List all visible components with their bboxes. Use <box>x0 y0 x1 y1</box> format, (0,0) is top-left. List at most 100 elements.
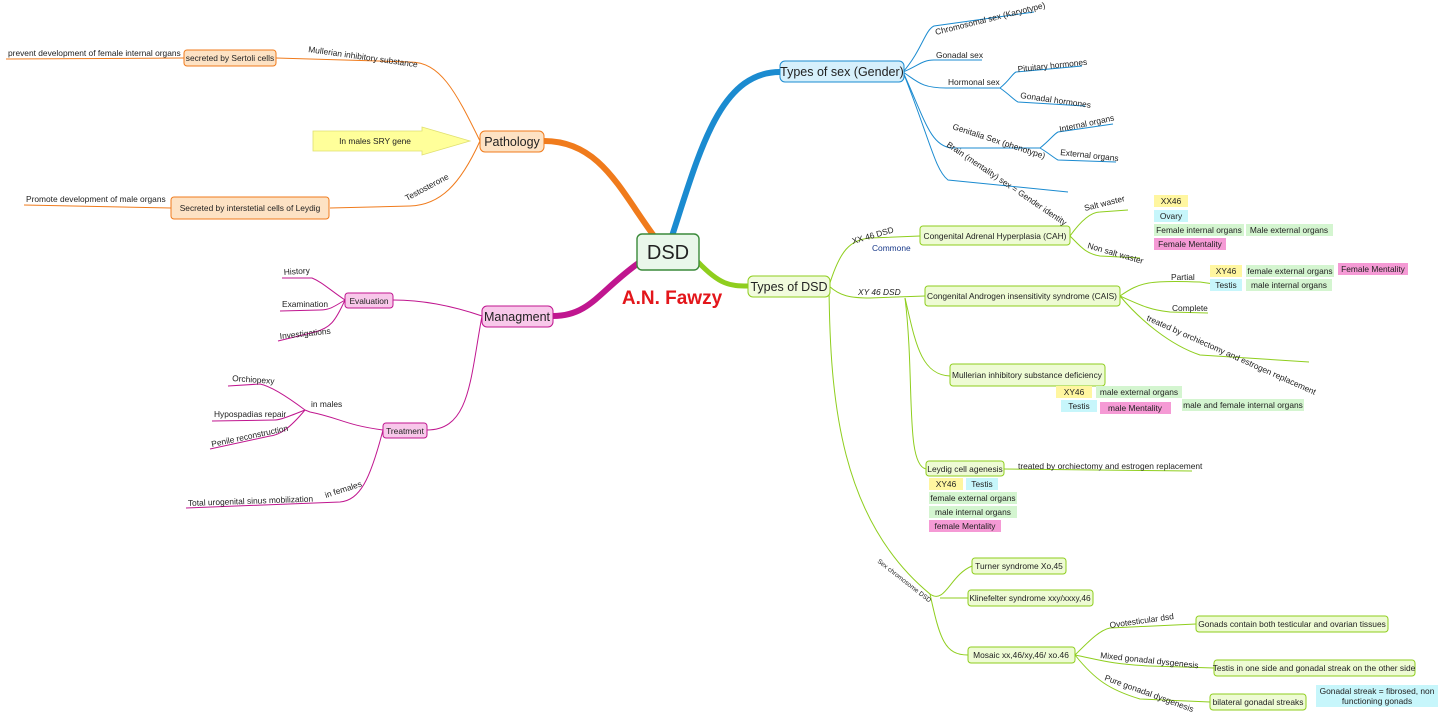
cais-tag-female-mentality: Female Mentality <box>1338 263 1408 275</box>
types-of-sex-labels: Chromosomal sex (Karyotype) Gonadal sex … <box>934 0 1119 228</box>
non-salt-waster-label: Non salt waster <box>1086 240 1144 266</box>
treatment-node[interactable]: Treatment <box>382 422 428 439</box>
leydig-treated-label: treated by orchiectomy and estrogen repl… <box>1018 461 1203 471</box>
streak-note-line-2: functioning gonads <box>1342 696 1412 706</box>
svg-text:female external organs: female external organs <box>1247 266 1332 276</box>
pure-desc-node[interactable]: bilateral gonadal streaks <box>1209 693 1307 711</box>
pure-label: Pure gonadal dysgenesis <box>1103 672 1195 714</box>
center-node[interactable]: DSD <box>636 233 700 271</box>
svg-text:Female internal organs: Female internal organs <box>1156 225 1242 235</box>
leydig-secreted-node[interactable]: Secreted by interstetial cells of Leydig <box>170 196 330 220</box>
gonadal-hormones-label: Gonadal hormones <box>1020 90 1092 110</box>
svg-text:Testis: Testis <box>1215 280 1236 290</box>
cah-tag-female-internal: Female internal organs <box>1154 224 1244 236</box>
svg-text:XY46: XY46 <box>1064 387 1085 397</box>
evaluation-node[interactable]: Evaluation <box>344 292 394 309</box>
investigations-label: Investigations <box>279 326 331 341</box>
svg-text:Female Mentality: Female Mentality <box>1158 239 1223 249</box>
evaluation-label: Evaluation <box>349 296 388 306</box>
leydig-tag-male-internal: male internal organs <box>929 506 1017 518</box>
misd-node[interactable]: Mullerian inhibitory substance deficienc… <box>949 363 1106 387</box>
pathology-branch <box>5 57 481 209</box>
leydig-node[interactable]: Leydig cell agenesis <box>925 460 1005 477</box>
leydig-tag-female-external: female external organs <box>929 492 1017 504</box>
promote-label: Promote development of male organs <box>26 194 166 204</box>
pathology-node[interactable]: Pathology <box>479 130 545 153</box>
streak-note: Gonadal streak = fibrosed, non functioni… <box>1316 685 1438 707</box>
turner-node[interactable]: Turner syndrome Xo,45 <box>971 557 1067 575</box>
sry-arrow-shape <box>312 126 472 156</box>
ovo-gonads-node[interactable]: Gonads contain both testicular and ovari… <box>1195 615 1389 633</box>
types-of-sex-node[interactable]: Types of sex (Gender) <box>779 60 905 83</box>
misd-label: Mullerian inhibitory substance deficienc… <box>952 370 1103 380</box>
svg-text:male Mentality: male Mentality <box>1108 403 1163 413</box>
branch-types-of-sex <box>669 69 783 239</box>
leydig-tag-female-mentality: female Mentality <box>929 520 1001 532</box>
salt-waster-label: Salt waster <box>1083 193 1126 213</box>
svg-text:XX46: XX46 <box>1161 196 1182 206</box>
types-of-sex-title: Types of sex (Gender) <box>780 65 904 79</box>
svg-text:XY46: XY46 <box>1216 266 1237 276</box>
treatment-label: Treatment <box>386 426 425 436</box>
mixed-desc-label: Testis in one side and gonadal streak on… <box>1213 663 1416 673</box>
examination-label: Examination <box>282 299 328 309</box>
sex-chromosome-label: Sex chromosome DSD <box>876 558 933 604</box>
leydig-secreted-label: Secreted by interstetial cells of Leydig <box>180 203 321 213</box>
svg-text:Testis: Testis <box>1068 401 1089 411</box>
cah-tag-male-external: Male external organs <box>1246 224 1333 236</box>
branch-pathology <box>541 138 657 239</box>
sertoli-node[interactable]: secreted by Sertoli cells <box>183 49 277 67</box>
center-title: DSD <box>647 242 689 264</box>
misd-tag-testis: Testis <box>1061 400 1097 412</box>
sertoli-label: secreted by Sertoli cells <box>186 53 274 63</box>
gonadal-sex-label: Gonadal sex <box>936 50 984 60</box>
types-of-dsd-branch <box>828 209 1310 703</box>
author-name: A.N. Fawzy <box>622 288 723 309</box>
svg-text:female Mentality: female Mentality <box>935 521 997 531</box>
leydig-label: Leydig cell agenesis <box>927 464 1002 474</box>
types-of-dsd-title: Types of DSD <box>750 280 827 294</box>
mixed-label: Mixed gonadal dysgenesis <box>1100 650 1199 670</box>
pure-desc-label: bilateral gonadal streaks <box>1213 697 1304 707</box>
mosaic-node[interactable]: Mosaic xx,46/xy,46/ xo.46 <box>967 646 1076 664</box>
cah-node[interactable]: Congenital Adrenal Hyperplasia (CAH) <box>919 225 1071 246</box>
svg-text:male internal organs: male internal organs <box>935 507 1011 517</box>
pathology-labels: Mullerian inhibitory substance prevent d… <box>8 44 451 204</box>
cais-tag-female-external: female external organs <box>1246 265 1334 277</box>
streak-note-line-1: Gonadal streak = fibrosed, non <box>1320 686 1435 696</box>
hypospadias-label: Hypospadias repair <box>214 409 286 419</box>
main-branches <box>541 69 783 319</box>
cah-tag-ovary: Ovary <box>1154 210 1188 222</box>
leydig-tag-testis: Testis <box>966 478 998 490</box>
management-branch <box>185 277 483 509</box>
testosterone-label: Testosterone <box>403 171 450 203</box>
cais-tag-xy46: XY46 <box>1210 265 1242 277</box>
cais-treated-label: treated by orchiectomy and estrogen repl… <box>1145 313 1318 397</box>
chromosomal-sex-label: Chromosomal sex (Karyotype) <box>934 0 1046 37</box>
partial-label: Partial <box>1171 272 1195 282</box>
mixed-desc-node[interactable]: Testis in one side and gonadal streak on… <box>1213 659 1416 677</box>
cais-node[interactable]: Congenital Androgen insensitivity syndro… <box>924 285 1121 307</box>
complete-label: Complete <box>1172 303 1208 313</box>
mosaic-label: Mosaic xx,46/xy,46/ xo.46 <box>973 650 1069 660</box>
management-node[interactable]: Managment <box>481 305 554 328</box>
svg-text:male external organs: male external organs <box>1100 387 1178 397</box>
svg-text:male internal organs: male internal organs <box>1251 280 1327 290</box>
leydig-tag-xy46: XY46 <box>929 478 963 490</box>
misd-tag-male-external: male external organs <box>1096 386 1182 398</box>
klinefelter-node[interactable]: Klinefelter syndrome xxy/xxxy,46 <box>967 589 1094 607</box>
types-of-sex-branch <box>902 11 1117 193</box>
svg-text:XY46: XY46 <box>936 479 957 489</box>
management-title: Managment <box>484 310 551 324</box>
commone-label: Commone <box>872 243 911 253</box>
internal-organs-label: Internal organs <box>1058 113 1115 134</box>
svg-text:female external organs: female external organs <box>930 493 1015 503</box>
prevent-label: prevent development of female internal o… <box>8 48 181 58</box>
hormonal-sex-label: Hormonal sex <box>948 77 1000 87</box>
misd-tag-xy46: XY46 <box>1056 386 1092 398</box>
pituitary-hormones-label: Pituitary hormones <box>1017 57 1087 74</box>
cah-label: Congenital Adrenal Hyperplasia (CAH) <box>924 231 1067 241</box>
types-of-dsd-node[interactable]: Types of DSD <box>747 275 831 298</box>
svg-text:Female Mentality: Female Mentality <box>1341 264 1406 274</box>
penile-label: Penile reconstruction <box>210 423 289 449</box>
